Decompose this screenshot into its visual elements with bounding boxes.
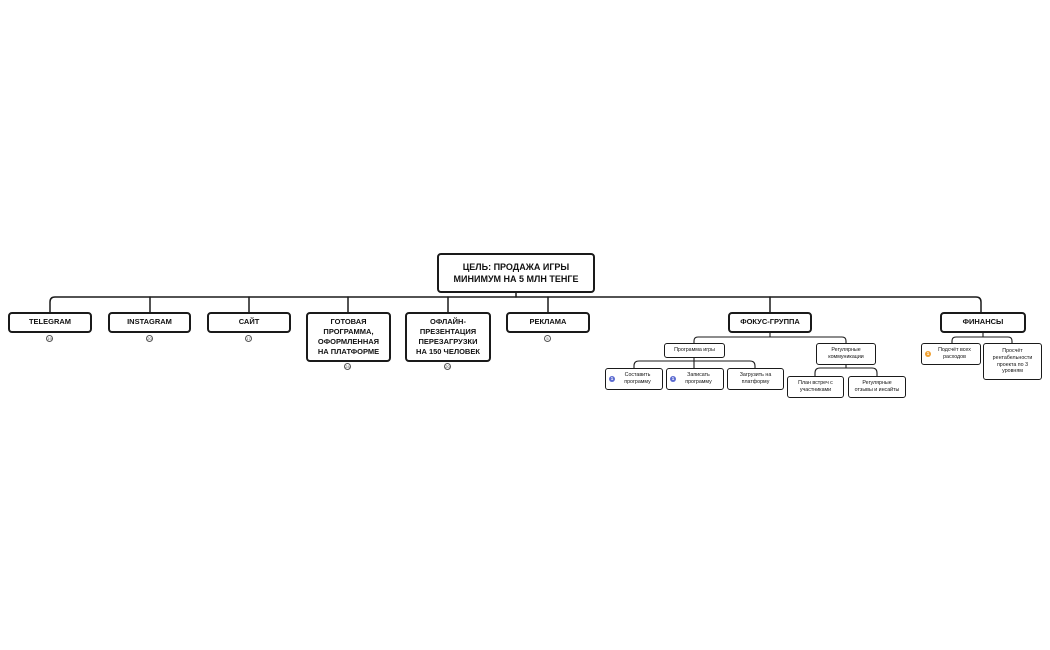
connector-comm-children	[814, 363, 878, 377]
topic-finance[interactable]: ФИНАНСЫ	[940, 312, 1026, 333]
priority-marker-icon: 1	[670, 376, 676, 382]
subtopic-communications[interactable]: Регулярные коммуникации	[816, 343, 876, 365]
subtopic-upload-platform[interactable]: Загрузить на платформу	[727, 368, 784, 390]
topic-label: ФОКУС-ГРУППА	[740, 317, 800, 327]
priority-marker-icon: 1	[925, 351, 931, 357]
topic-site[interactable]: САЙТ	[207, 312, 291, 333]
subtopic-label: Регулярные коммуникации	[828, 347, 864, 360]
count-badge: 20	[444, 363, 451, 370]
subtopic-meeting-plan[interactable]: План встреч с участниками	[787, 376, 844, 398]
count-badge: 24	[344, 363, 351, 370]
root-goal[interactable]: ЦЕЛЬ: ПРОДАЖА ИГРЫ МИНИМУМ НА 5 МЛН ТЕНГ…	[437, 253, 595, 293]
subtopic-label: Подсчёт всех расходов	[938, 347, 971, 360]
subtopic-compose-program[interactable]: 1 Составить программу	[605, 368, 663, 390]
topic-label: САЙТ	[238, 317, 260, 327]
count-badge: 20	[146, 335, 153, 342]
topic-focus-group[interactable]: ФОКУС-ГРУППА	[728, 312, 812, 333]
count-badge: 5	[544, 335, 551, 342]
priority-marker-icon: 1	[609, 376, 615, 382]
topic-label: INSTAGRAM	[127, 317, 172, 327]
subtopic-record-program[interactable]: 1 Записать программу	[666, 368, 724, 390]
count-badge: 19	[46, 335, 53, 342]
subtopic-label: Программа игры	[674, 347, 715, 354]
topic-label: ФИНАНСЫ	[962, 317, 1004, 327]
connector-finance-children	[951, 331, 1013, 344]
subtopic-label: Просчёт рентабельности проекта по 3 уров…	[992, 347, 1033, 375]
subtopic-label: План встреч с участниками	[798, 380, 833, 393]
connector-bus	[49, 296, 982, 313]
topic-ads[interactable]: РЕКЛАМА	[506, 312, 590, 333]
root-goal-label: ЦЕЛЬ: ПРОДАЖА ИГРЫ МИНИМУМ НА 5 МЛН ТЕНГ…	[453, 261, 579, 284]
subtopic-label: Записать программу	[685, 372, 712, 385]
topic-label: ГОТОВАЯ ПРОГРАММА, ОФОРМЛЕННАЯ НА ПЛАТФО…	[317, 316, 380, 357]
subtopic-count-expenses[interactable]: 1 Подсчёт всех расходов	[921, 343, 981, 365]
subtopic-profitability[interactable]: Просчёт рентабельности проекта по 3 уров…	[983, 343, 1042, 380]
subtopic-label: Регулярные отзывы и инсайты	[854, 380, 900, 393]
topic-label: TELEGRAM	[28, 317, 72, 327]
subtopic-label: Загрузить на платформу	[739, 372, 772, 385]
topic-ready-program[interactable]: ГОТОВАЯ ПРОГРАММА, ОФОРМЛЕННАЯ НА ПЛАТФО…	[306, 312, 391, 362]
topic-instagram[interactable]: INSTAGRAM	[108, 312, 191, 333]
topic-label: РЕКЛАМА	[529, 317, 567, 327]
subtopic-feedback-insights[interactable]: Регулярные отзывы и инсайты	[848, 376, 906, 398]
connector-program-children	[633, 356, 756, 369]
topic-offline-presentation[interactable]: ОФЛАЙН- ПРЕЗЕНТАЦИЯ ПЕРЕЗАГРУЗКИ НА 150 …	[405, 312, 491, 362]
topic-telegram[interactable]: TELEGRAM	[8, 312, 92, 333]
subtopic-label: Составить программу	[624, 372, 651, 385]
topic-label: ОФЛАЙН- ПРЕЗЕНТАЦИЯ ПЕРЕЗАГРУЗКИ НА 150 …	[416, 316, 480, 357]
count-badge: 17	[245, 335, 252, 342]
subtopic-game-program[interactable]: Программа игры	[664, 343, 725, 358]
connector-focus-children	[693, 331, 847, 344]
